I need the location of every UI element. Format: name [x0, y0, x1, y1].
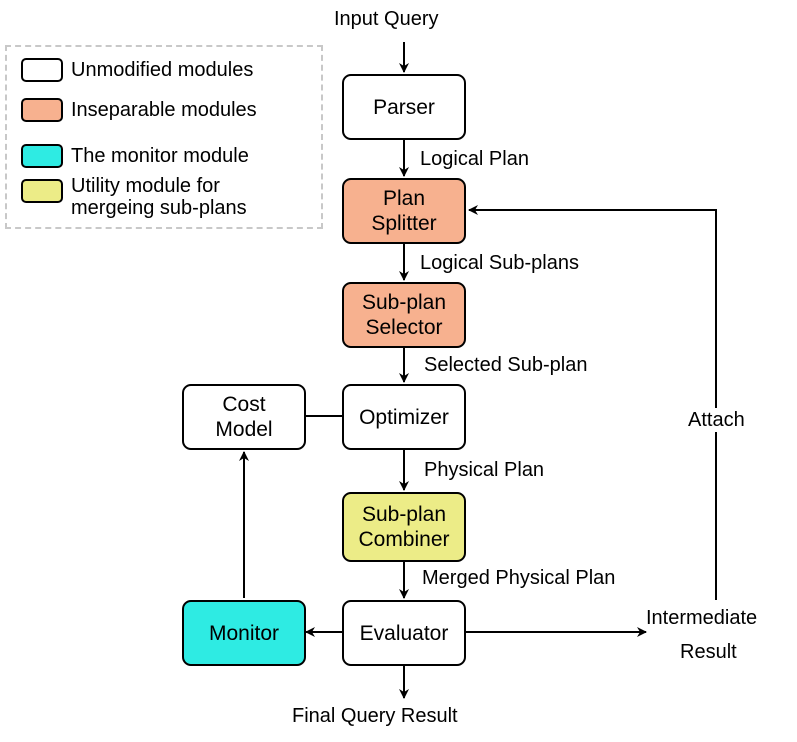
logical-plan-label: Logical Plan	[420, 148, 529, 170]
legend-label-utility-line2: mergeing sub-plans	[71, 197, 247, 219]
legend-label-unmodified: Unmodified modules	[71, 59, 254, 81]
monitor-label: Monitor	[208, 621, 280, 645]
plan-splitter-label-line2: Splitter	[371, 212, 437, 235]
intermediate-result-label-line1: Intermediate	[646, 607, 758, 629]
monitor-module: Monitor	[182, 600, 306, 666]
legend-swatch-monitor	[21, 144, 63, 168]
optimizer-module: Optimizer	[342, 384, 466, 450]
subplan-combiner-label-line2: Combiner	[358, 528, 450, 551]
physical-plan-label: Physical Plan	[424, 459, 545, 481]
parser-module: Parser	[342, 74, 466, 140]
evaluator-label: Evaluator	[359, 621, 449, 645]
parser-label: Parser	[373, 95, 435, 119]
logical-subplans-label: Logical Sub-plans	[420, 252, 579, 274]
subplan-combiner-module: Sub-plan Combiner	[342, 492, 466, 562]
subplan-combiner-label-line1: Sub-plan	[361, 503, 447, 526]
merged-physical-plan-label: Merged Physical Plan	[422, 567, 616, 589]
plan-splitter-module: Plan Splitter	[342, 178, 466, 244]
optimizer-label: Optimizer	[359, 405, 449, 429]
subplan-selector-label-line1: Sub-plan	[361, 291, 447, 314]
legend-swatch-inseparable	[21, 98, 63, 122]
plan-splitter-label-line1: Plan	[382, 187, 425, 210]
legend-label-utility-line1: Utility module for	[71, 175, 220, 197]
evaluator-module: Evaluator	[342, 600, 466, 666]
legend-swatch-unmodified	[21, 58, 63, 82]
final-query-result-label: Final Query Result	[292, 705, 458, 727]
arrow-attach-to-splitter	[468, 205, 717, 600]
intermediate-result-label-line2: Result	[680, 641, 737, 663]
selected-subplan-label: Selected Sub-plan	[424, 354, 588, 376]
cost-model-module: Cost Model	[182, 384, 306, 450]
cost-model-label-line1: Cost	[222, 393, 266, 416]
legend-label-inseparable: Inseparable modules	[71, 99, 257, 121]
cost-model-label-line2: Model	[215, 418, 273, 441]
attach-label: Attach	[686, 408, 747, 432]
legend-swatch-utility	[21, 179, 63, 203]
legend: Unmodified modules Inseparable modules T…	[5, 45, 323, 229]
subplan-selector-module: Sub-plan Selector	[342, 282, 466, 348]
legend-label-monitor: The monitor module	[71, 145, 249, 167]
subplan-selector-label-line2: Selector	[365, 316, 443, 339]
input-query-label: Input Query	[334, 8, 439, 30]
